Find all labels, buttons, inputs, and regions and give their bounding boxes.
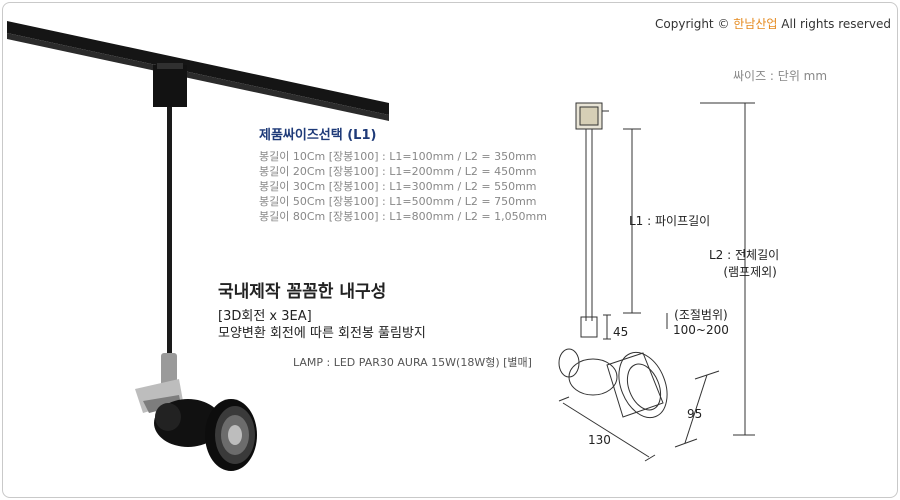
copyright-prefix: Copyright © (655, 17, 730, 31)
dim-95: 95 (687, 407, 703, 421)
size-option-list: 봉길이 10Cm [장봉100] : L1=100mm / L2 = 350mm… (259, 149, 547, 224)
dim-45: 45 (613, 325, 629, 339)
track-adaptor (153, 65, 187, 107)
suspension-rod (167, 107, 172, 357)
size-option: 봉길이 30Cm [장봉100] : L1=300mm / L2 = 550mm (259, 180, 537, 193)
feature-headline: 국내제작 꼼꼼한 내구성 (218, 282, 387, 302)
feature-description: [3D회전 x 3EA] 모양변환 회전에 따른 회전봉 풀림방지 (218, 308, 426, 342)
feature-line-rotation: [3D회전 x 3EA] (218, 309, 312, 324)
adjust-range-label: (조절범위) 100~200 (673, 306, 729, 337)
size-option: 봉길이 10Cm [장봉100] : L1=100mm / L2 = 350mm (259, 150, 537, 163)
l2-note: (램프제외) (723, 265, 777, 279)
l2-title: L2 : 전체길이 (709, 248, 780, 262)
dim-130: 130 (588, 433, 611, 447)
size-select-title: 제품싸이즈선택 (L1) (259, 128, 377, 143)
size-option: 봉길이 20Cm [장봉100] : L1=200mm / L2 = 450mm (259, 165, 537, 178)
brand-name: 한남산업 (733, 17, 778, 31)
swivel-joint (161, 353, 177, 387)
l1-label: L1 : 파이프길이 (629, 214, 711, 228)
feature-line-anti-loosening: 모양변환 회전에 따른 회전봉 풀림방지 (218, 326, 426, 341)
size-option: 봉길이 80Cm [장봉100] : L1=800mm / L2 = 1,050… (259, 210, 547, 223)
size-option: 봉길이 50Cm [장봉100] : L1=500mm / L2 = 750mm (259, 195, 537, 208)
adjust-range-value: 100~200 (673, 323, 729, 337)
lamp-note: LAMP : LED PAR30 AURA 15W(18W형) [별매] (293, 356, 532, 369)
copyright-notice: Copyright © 한남산업 All rights reserved (655, 15, 891, 32)
track-light-photo (7, 21, 389, 471)
l2-label: L2 : 전체길이 (램프제외) (709, 246, 779, 280)
adjust-range-title: (조절범위) (674, 308, 728, 322)
dimension-drawing (558, 102, 755, 462)
unit-note: 싸이즈 : 단위 mm (733, 69, 828, 83)
track-rail (7, 21, 389, 115)
copyright-suffix: All rights reserved (781, 17, 891, 31)
